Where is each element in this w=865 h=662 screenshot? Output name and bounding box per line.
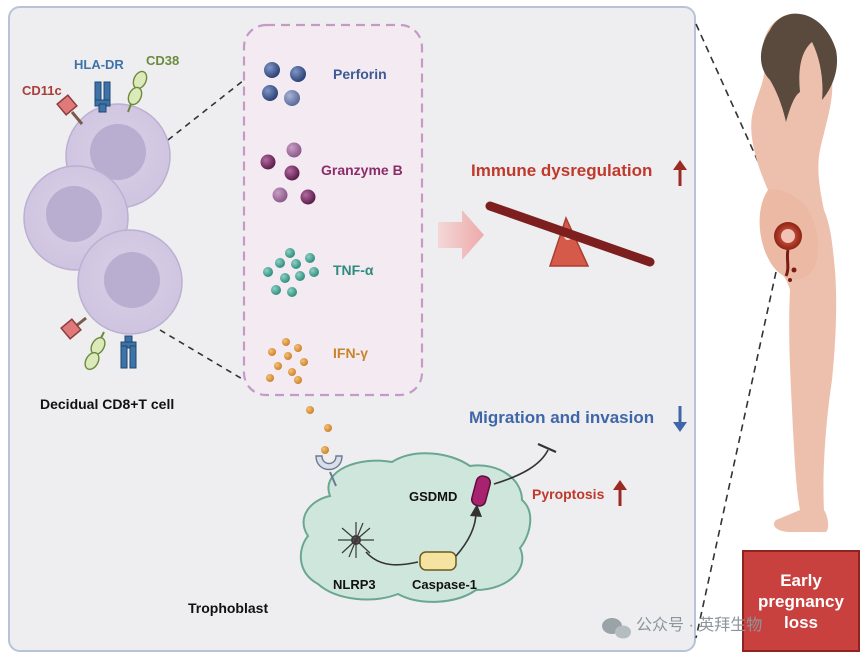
t-cell-nucleus bbox=[90, 124, 146, 180]
pink-arrow bbox=[438, 210, 484, 260]
cd8-t-cells bbox=[23, 103, 183, 335]
label-pyroptosis: Pyroptosis bbox=[532, 486, 605, 502]
inhibition-line bbox=[493, 449, 549, 485]
cytokine-box bbox=[242, 23, 424, 397]
perforin-particles bbox=[262, 62, 306, 106]
trophoblast-cell bbox=[299, 452, 532, 603]
nlrp3-inflammasome bbox=[338, 522, 374, 558]
label-immune-dysregulation: Immune dysregulation bbox=[471, 161, 653, 180]
seesaw-icon bbox=[485, 201, 655, 267]
label-ifn-gamma: IFN-γ bbox=[333, 345, 368, 361]
connector-woman-bottom bbox=[695, 271, 777, 639]
cd11c-receptor-bottom bbox=[60, 316, 87, 340]
label-gsdmd: GSDMD bbox=[409, 489, 458, 504]
cd38-receptor-bottom bbox=[84, 331, 106, 371]
inhibition-bar bbox=[537, 442, 557, 454]
connector-top bbox=[167, 79, 245, 141]
label-early-pregnancy-loss: Early pregnancy loss bbox=[758, 570, 844, 632]
caspase-1-shape bbox=[419, 551, 457, 571]
label-caspase-1: Caspase-1 bbox=[412, 577, 478, 592]
granzyme-particles bbox=[260, 142, 316, 205]
label-decidual-cd8-t-cell: Decidual CD8+T cell bbox=[40, 396, 175, 412]
label-hla-dr: HLA-DR bbox=[74, 57, 124, 72]
trophoblast-receptor bbox=[315, 455, 343, 487]
tnf-particles bbox=[263, 248, 319, 297]
released-ifn-particles bbox=[306, 406, 332, 454]
watermark-text: 公众号 · 英拜生物 bbox=[636, 617, 763, 634]
label-cd11c: CD11c bbox=[22, 83, 62, 98]
hla-dr-receptor-bottom bbox=[120, 335, 137, 369]
label-granzyme-b: Granzyme B bbox=[321, 162, 403, 178]
t-cell-nucleus bbox=[46, 186, 102, 242]
cd38-receptor-top bbox=[127, 70, 148, 113]
label-tnf-alpha: TNF-α bbox=[333, 262, 374, 278]
label-nlrp3: NLRP3 bbox=[333, 577, 376, 592]
wechat-icon bbox=[602, 618, 631, 639]
cd11c-receptor-top bbox=[56, 94, 84, 125]
label-cd38: CD38 bbox=[146, 53, 180, 68]
connector-bottom bbox=[159, 329, 245, 381]
pyroptosis-up-arrow bbox=[613, 480, 627, 506]
t-cell-nucleus bbox=[104, 252, 160, 308]
label-perforin: Perforin bbox=[333, 66, 387, 82]
hla-dr-receptor-top bbox=[94, 81, 111, 113]
nlrp3-to-caspase-line bbox=[365, 551, 419, 566]
ifn-particles bbox=[266, 338, 308, 384]
label-migration-invasion: Migration and invasion bbox=[469, 408, 655, 427]
label-trophoblast: Trophoblast bbox=[188, 600, 269, 616]
pregnant-woman-illustration bbox=[751, 13, 838, 533]
immune-up-arrow bbox=[673, 160, 687, 186]
migration-down-arrow bbox=[673, 406, 687, 432]
early-pregnancy-loss-box: Early pregnancy loss bbox=[742, 550, 860, 652]
